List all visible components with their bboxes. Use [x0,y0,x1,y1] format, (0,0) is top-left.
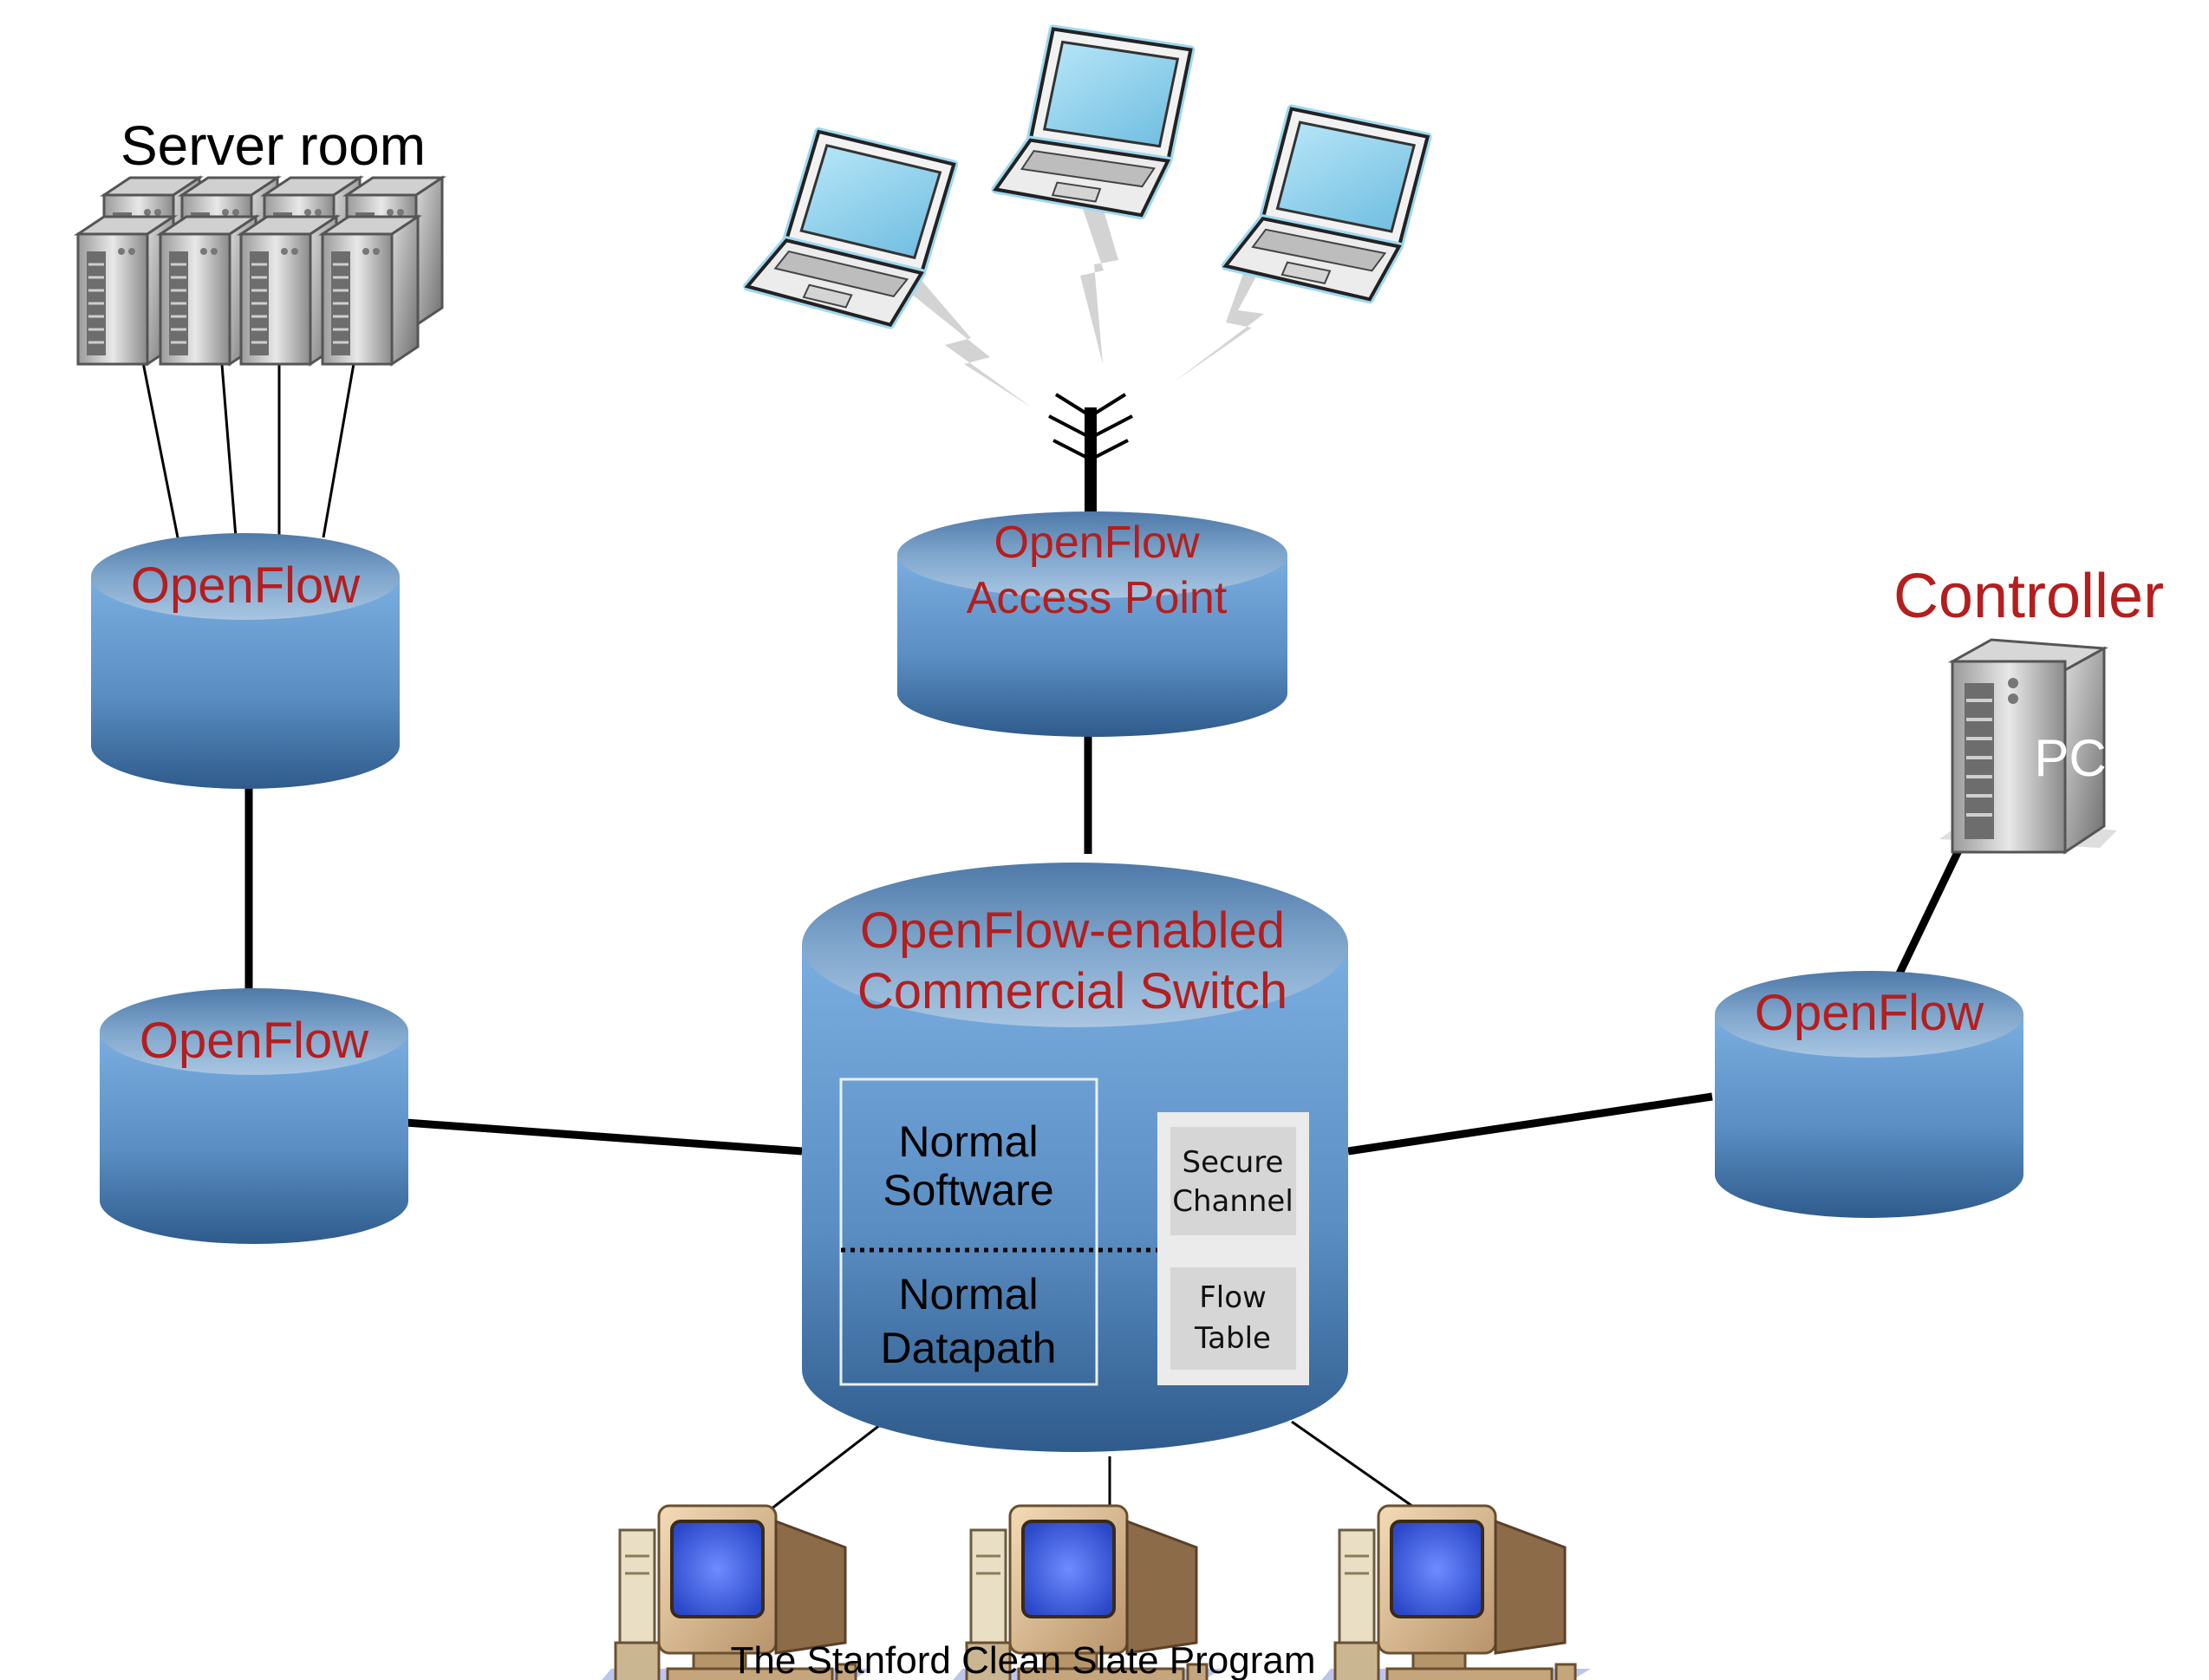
network-links [140,353,1965,1517]
secure-channel-box [1170,1127,1296,1235]
secure-channel-line1: Secure [1183,1145,1284,1180]
pc-label: PC [2034,729,2106,787]
normal-software-line1: Normal [898,1117,1038,1166]
laptop-icon [1224,103,1429,304]
controller-pc-icon [1939,638,2117,855]
openflow-label: OpenFlow [140,1013,369,1069]
link-openflow-right-to-controller [1894,843,1965,977]
flow-table-line2: Table [1194,1321,1271,1356]
openflow-access-point: OpenFlow Access Point [897,511,1287,737]
openflow-label: OpenFlow [131,557,361,614]
link-desktop-3 [1291,1420,1423,1514]
openflow-label: OpenFlow [1755,985,1984,1041]
wireless-signal-center [1077,186,1118,364]
flow-table-box [1170,1267,1296,1370]
desktop-computer-icon [1307,1504,1593,1680]
server-rack-icon [76,176,444,366]
secure-channel-line2: Channel [1172,1184,1293,1219]
link-server-2 [219,353,238,538]
link-switch-to-openflow-right [1347,1092,1713,1156]
link-server-1 [140,353,179,538]
switch-label-line2: Commercial Switch [857,963,1287,1019]
controller-label: Controller [1893,562,2164,631]
normal-software-line2: Software [883,1166,1053,1214]
switch-label-line1: OpenFlow-enabled [860,902,1285,959]
wireless-signals [902,186,1274,407]
laptop-icon [994,25,1191,218]
access-point-label-line1: OpenFlow [994,518,1200,568]
openflow-switch-server-room: OpenFlow [91,533,400,789]
server-room-label: Server room [121,114,426,177]
access-point-label-line2: Access Point [967,573,1228,623]
normal-datapath-line2: Datapath [881,1324,1057,1372]
openflow-switch-right: OpenFlow [1715,971,2023,1218]
link-openflow-left-to-switch [405,1118,803,1156]
openflow-enabled-commercial-switch: OpenFlow-enabled Commercial Switch Norma… [802,863,1348,1452]
flow-table-line1: Flow [1199,1280,1267,1315]
antenna-icon [1048,393,1133,511]
link-desktop-1 [762,1420,885,1517]
link-server-4 [322,353,357,538]
normal-stack-box [839,1078,1098,1386]
openflow-switch-left: OpenFlow [100,988,408,1244]
normal-datapath-line1: Normal [898,1270,1038,1319]
wireless-signal-left [902,277,1032,407]
footer-credit: The Stanford Clean Slate Program [730,1639,1315,1680]
